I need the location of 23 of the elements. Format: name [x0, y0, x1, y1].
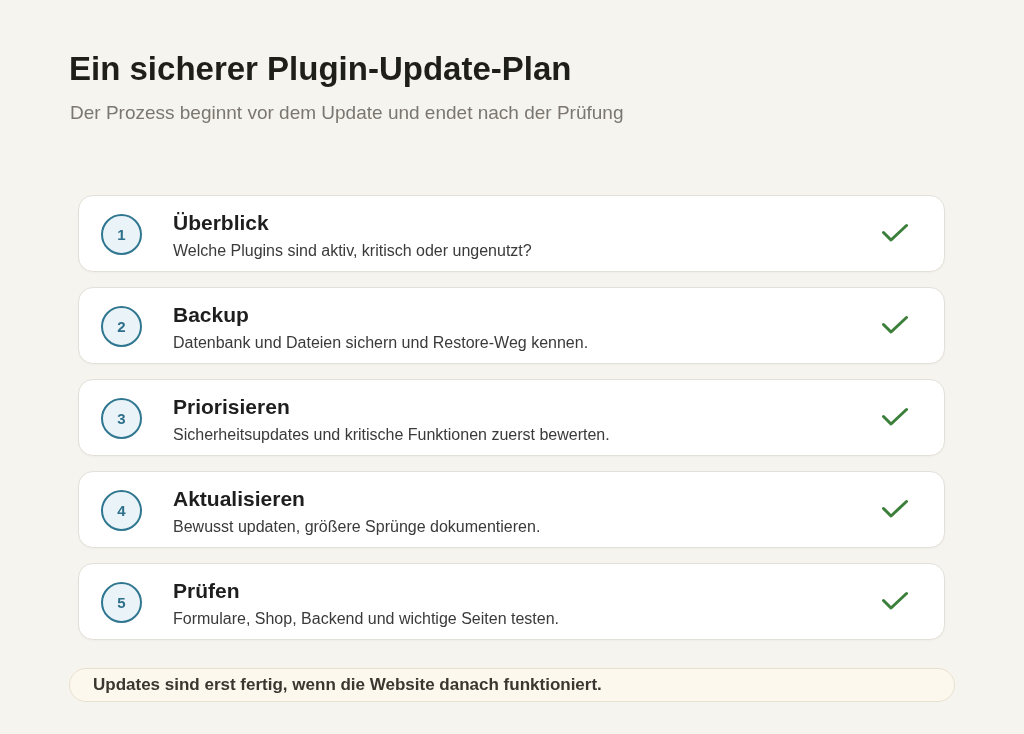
step-card	[78, 195, 945, 272]
step-description: Sicherheitsupdates und kritische Funktionen zuerst bewerten.	[173, 425, 610, 444]
step-number: 4	[101, 490, 142, 531]
note-bar: Updates sind erst fertig, wenn die Website danach funktioniert.	[69, 668, 955, 702]
step-number: 2	[101, 306, 142, 347]
step-description: Welche Plugins sind aktiv, kritisch oder ungenutzt?	[173, 241, 532, 260]
step-number: 5	[101, 582, 142, 623]
step-card	[78, 287, 945, 364]
step-title: Backup	[173, 302, 249, 327]
step-number: 3	[101, 398, 142, 439]
step-title: Aktualisieren	[173, 486, 305, 511]
step-title: Priorisieren	[173, 394, 290, 419]
step-description: Formulare, Shop, Backend und wichtige Seiten testen.	[173, 609, 559, 628]
step-card	[78, 379, 945, 456]
step-card	[78, 471, 945, 548]
step-description: Bewusst updaten, größere Sprünge dokumentieren.	[173, 517, 541, 536]
subtitle: Der Prozess beginnt vor dem Update und endet nach der Prüfung	[70, 102, 624, 124]
step-title: Prüfen	[173, 578, 240, 603]
step-number: 1	[101, 214, 142, 255]
step-title: Überblick	[173, 210, 269, 235]
step-description: Datenbank und Dateien sichern und Restore-Weg kennen.	[173, 333, 589, 352]
page-title: Ein sicherer Plugin-Update-Plan	[69, 50, 572, 88]
step-card	[78, 563, 945, 640]
